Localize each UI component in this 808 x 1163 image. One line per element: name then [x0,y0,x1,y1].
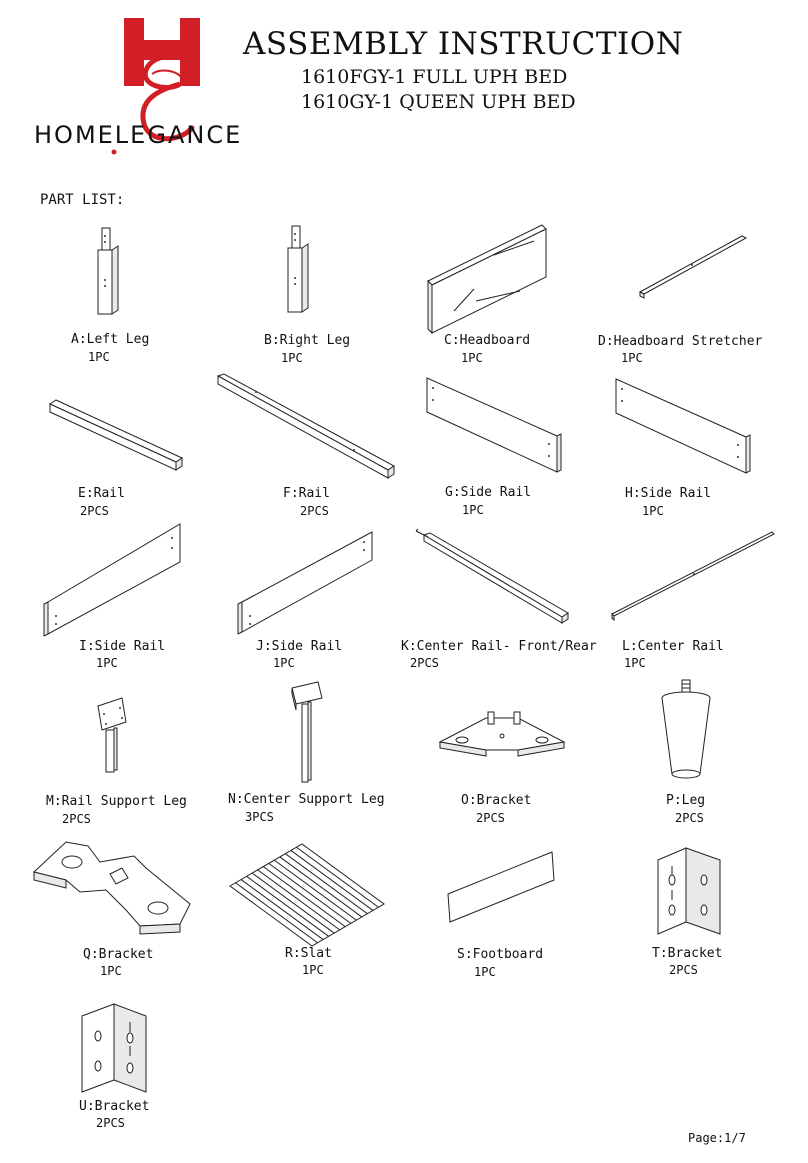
part-k-illustration [415,528,569,624]
part-f-name: F:Rail [283,486,330,501]
part-j-illustration [237,531,373,635]
part-p-illustration [661,679,711,779]
part-n-name: N:Center Support Leg [228,792,385,807]
part-q-name: Q:Bracket [83,947,154,962]
part-m-qty: 2PCS [62,812,91,826]
page-number: Page:1/7 [688,1131,746,1145]
part-a-qty: 1PC [88,350,110,364]
part-e-illustration [48,399,184,471]
part-b-qty: 1PC [281,351,303,365]
part-q-qty: 1PC [100,964,122,978]
part-o-illustration [438,711,566,757]
part-p-name: P:Leg [666,793,706,808]
part-f-qty: 2PCS [300,504,329,518]
part-k-name: K:Center Rail- Front/Rear [401,639,597,654]
part-a-illustration [97,227,119,315]
part-i-qty: 1PC [96,656,118,670]
logo-mark [111,18,200,155]
part-p-qty: 2PCS [675,811,704,825]
part-l-name: L:Center Rail [622,639,724,654]
part-u-name: U:Bracket [79,1099,150,1114]
part-r-qty: 1PC [302,963,324,977]
part-i-illustration [43,523,181,637]
part-f-illustration [216,373,395,479]
part-s-name: S:Footboard [457,947,544,962]
part-a-name: A:Left Leg [71,332,150,347]
part-d-illustration [638,235,748,299]
part-q-illustration [32,841,191,935]
part-l-qty: 1PC [624,656,646,670]
part-s-qty: 1PC [474,965,496,979]
part-d-name: D:Headboard Stretcher [598,334,763,349]
model-full: 1610FGY-1 FULL UPH BED [301,66,568,88]
part-s-illustration [447,851,555,923]
part-e-name: E:Rail [78,486,125,501]
part-j-name: J:Side Rail [256,639,343,654]
part-g-name: G:Side Rail [445,485,532,500]
part-j-qty: 1PC [273,656,295,670]
part-e-qty: 2PCS [80,504,109,518]
part-t-illustration [657,847,721,935]
part-g-illustration [426,377,562,473]
part-u-illustration [81,1003,147,1093]
part-o-qty: 2PCS [476,811,505,825]
part-list-label: PART LIST: [40,192,125,208]
part-c-name: C:Headboard [444,333,531,348]
part-c-illustration [427,224,547,335]
part-h-name: H:Side Rail [625,486,712,501]
part-c-qty: 1PC [461,351,483,365]
part-m-illustration [97,697,127,773]
part-o-name: O:Bracket [461,793,532,808]
page-title: ASSEMBLY INSTRUCTION [243,26,684,62]
part-l-illustration [611,531,775,622]
part-g-qty: 1PC [462,503,484,517]
part-d-qty: 1PC [621,351,643,365]
part-b-name: B:Right Leg [264,333,351,348]
part-h-qty: 1PC [642,504,664,518]
part-t-name: T:Bracket [652,946,723,961]
brand-name: HOMELEGANCE [34,121,243,149]
part-r-name: R:Slat [285,946,332,961]
part-k-qty: 2PCS [410,656,439,670]
part-t-qty: 2PCS [669,963,698,977]
part-u-qty: 2PCS [96,1116,125,1130]
part-n-illustration [291,681,323,783]
model-queen: 1610GY-1 QUEEN UPH BED [301,91,576,113]
part-h-illustration [615,378,751,474]
part-m-name: M:Rail Support Leg [46,794,187,809]
part-n-qty: 3PCS [245,810,274,824]
part-b-illustration [287,225,309,313]
part-r-illustration [229,843,385,947]
part-i-name: I:Side Rail [79,639,166,654]
